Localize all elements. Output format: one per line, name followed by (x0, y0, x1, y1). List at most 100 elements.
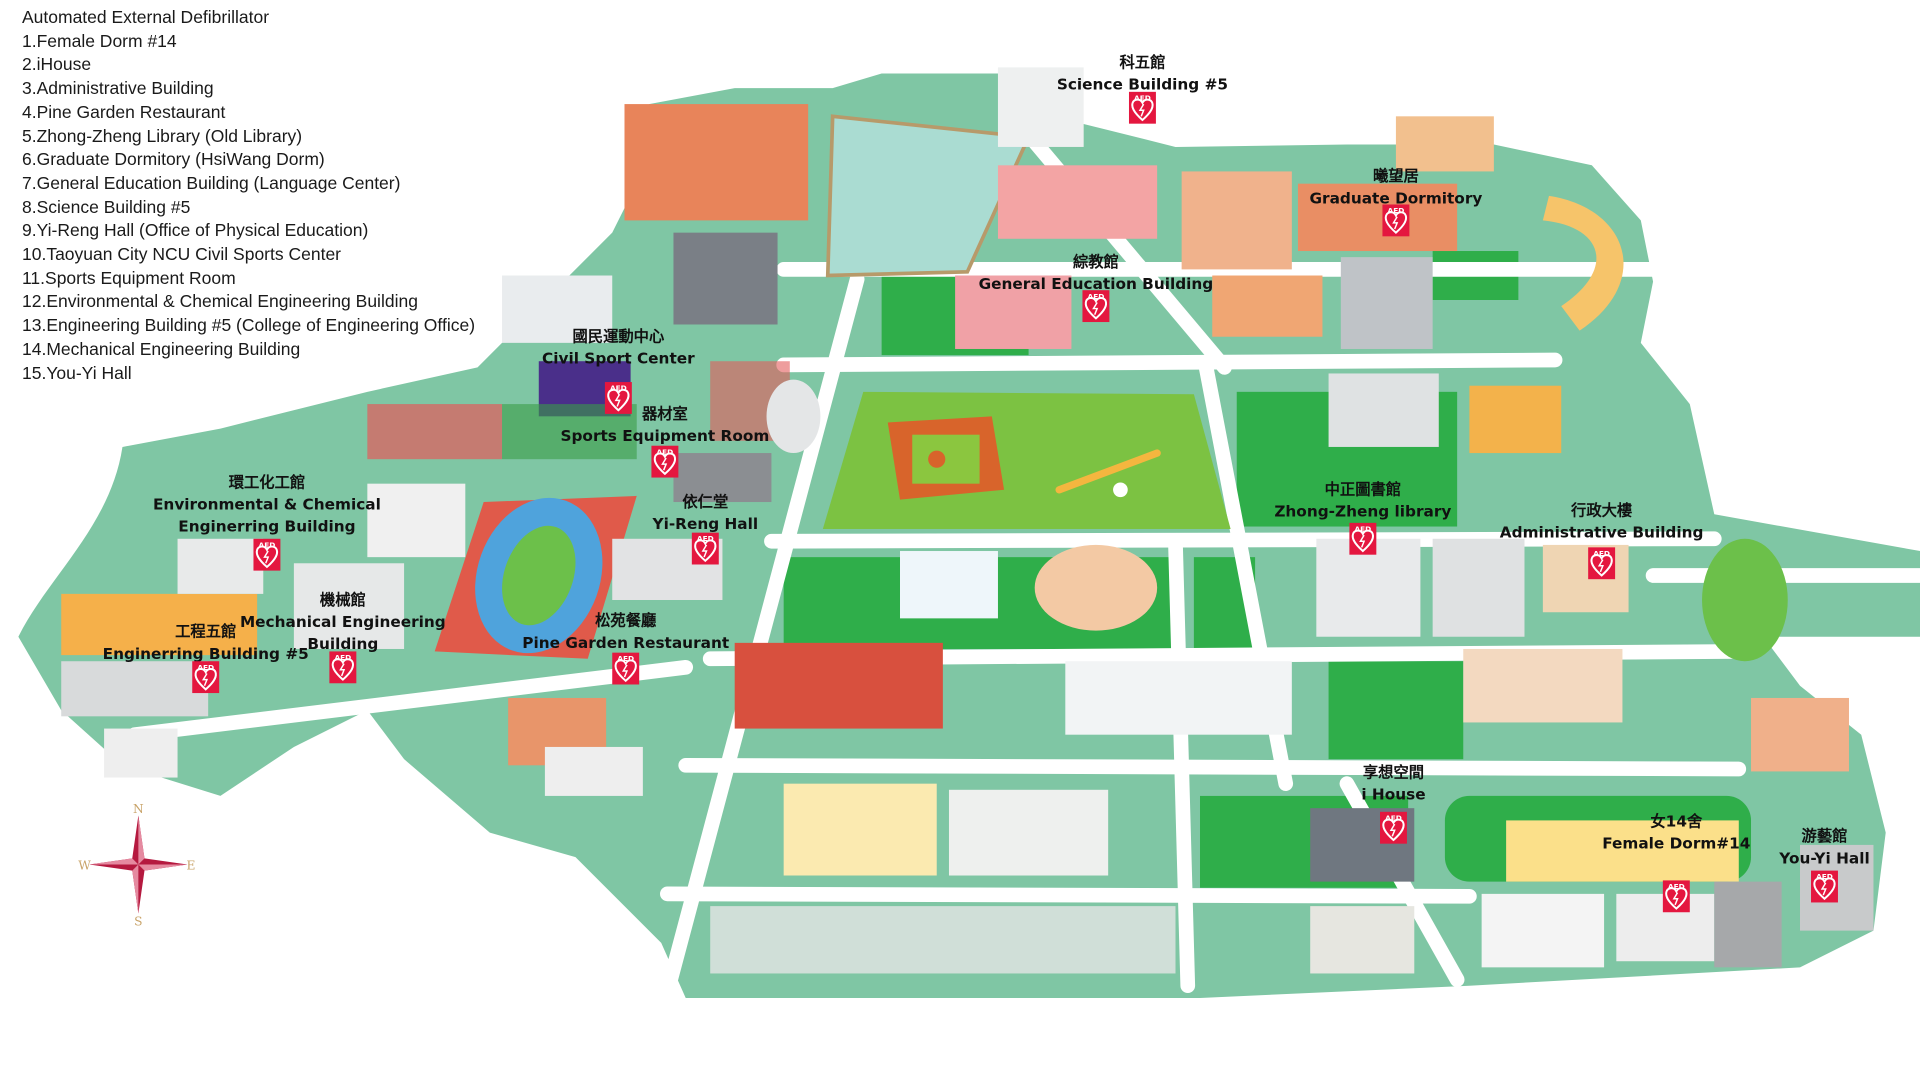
aed-icon-text: AED (1385, 813, 1402, 822)
aed-icon[interactable]: AED (1382, 204, 1410, 237)
legend-item: 4.Pine Garden Restaurant (22, 101, 226, 122)
legend-item: 13.Engineering Building #5 (College of E… (22, 315, 476, 336)
aed-icon-text: AED (1668, 882, 1685, 891)
aed-icon[interactable]: AED (253, 538, 281, 571)
aed-icon-text: AED (1088, 292, 1105, 301)
location-label-en: Environmental & Chemical (153, 495, 381, 513)
aed-icon-text: AED (697, 534, 714, 543)
location-label-en: Zhong-Zheng library (1274, 503, 1451, 521)
legend-item: 8.Science Building #5 (22, 196, 191, 217)
aed-icon[interactable]: AED (1349, 522, 1377, 555)
aed-icon[interactable]: AED (329, 651, 357, 684)
aed-icon-text: AED (1354, 524, 1371, 533)
compass-w: W (78, 858, 91, 872)
track-infield (502, 525, 576, 626)
location-label-en: Mechanical Engineering (240, 613, 446, 631)
location-label-en: Science Building #5 (1057, 75, 1228, 93)
location-label-zh: 享想空間 (1363, 764, 1424, 782)
aed-icon[interactable]: AED (651, 445, 679, 478)
legend-item: 3.Administrative Building (22, 78, 214, 99)
aed-icon[interactable]: AED (691, 532, 719, 565)
aed-icon-text: AED (617, 654, 634, 663)
location-label-zh: 環工化工館 (229, 473, 305, 491)
aed-icon-text: AED (610, 384, 627, 393)
location-label-zh: 依仁堂 (682, 493, 728, 511)
location-label-en: Sports Equipment Room (560, 427, 769, 445)
aed-icon[interactable]: AED (1588, 547, 1616, 580)
location-label-zh: 國民運動中心 (572, 328, 664, 346)
baseball-field (822, 391, 1231, 529)
aed-icon-text: AED (259, 540, 276, 549)
aed-icon[interactable]: AED (1662, 880, 1690, 913)
aed-icon[interactable]: AED (1380, 811, 1407, 844)
aed-icon-text: AED (1816, 872, 1833, 881)
legend-item: 10.Taoyuan City NCU Civil Sports Center (22, 244, 342, 265)
location-label-zh: 中正圖書館 (1325, 481, 1402, 499)
aed-icon[interactable]: AED (192, 661, 220, 694)
aed-icon-text: AED (1134, 93, 1151, 102)
legend-title: Automated External Defibrillator (22, 7, 270, 27)
location-label-en: Administrative Building (1500, 524, 1704, 542)
pond (825, 114, 1032, 278)
location-label-en: Enginerring Building #5 (103, 645, 309, 663)
aed-icon-text: AED (1388, 206, 1405, 215)
location-label-zh: 曦望居 (1373, 167, 1419, 185)
infield (912, 434, 980, 484)
compass-s: S (134, 915, 142, 929)
location-label-en: Yi-Reng Hall (652, 515, 759, 533)
legend-item: 14.Mechanical Engineering Building (22, 338, 301, 359)
legend-list: 1.Female Dorm #14 2.iHouse 3.Administrativ… (22, 30, 475, 386)
location-label-zh: 綜教館 (1073, 253, 1119, 271)
location-label-en: Civil Sport Center (542, 350, 695, 368)
location-label-en: General Education Building (979, 275, 1214, 293)
legend-item: 2.iHouse (22, 54, 92, 75)
aed-icon-text: AED (334, 653, 351, 662)
compass-e: E (187, 858, 196, 872)
location-label-en: Pine Garden Restaurant (522, 634, 729, 652)
aed-icon-text: AED (657, 447, 674, 456)
compass-star-icon (89, 815, 188, 914)
aed-icon[interactable]: AED (1082, 290, 1110, 323)
aed-icon-text: AED (1593, 549, 1610, 558)
legend-item: 5.Zhong-Zheng Library (Old Library) (22, 125, 303, 146)
legend-item: 6.Graduate Dormitory (HsiWang Dorm) (22, 149, 325, 170)
aed-icon[interactable]: AED (1811, 870, 1838, 903)
location-label-en: You-Yi Hall (1778, 849, 1869, 867)
aed-icon[interactable]: AED (1128, 91, 1156, 124)
location-label-en: i House (1361, 786, 1425, 804)
compass-rose: N E S W (78, 802, 195, 929)
location-label-zh: 工程五館 (175, 623, 236, 641)
aed-legend: Automated External Defibrillator 1.Femal… (22, 6, 475, 385)
legend-item: 9.Yi-Reng Hall (Office of Physical Educa… (22, 220, 369, 241)
aed-icon[interactable]: AED (604, 382, 632, 414)
aed-icon[interactable]: AED (612, 652, 640, 685)
location-label-zh: 松苑餐廳 (595, 612, 657, 630)
location-label-zh: 行政大樓 (1570, 502, 1632, 520)
legend-item: 7.General Education Building (Language C… (22, 172, 401, 193)
location-label-zh: 游藝館 (1802, 827, 1848, 845)
location-label-en: Building (307, 635, 378, 653)
location-label-zh: 器材室 (641, 405, 688, 423)
aed-icon-text: AED (197, 663, 214, 672)
legend-item: 11.Sports Equipment Room (22, 267, 236, 288)
compass-n: N (133, 802, 144, 816)
legend-item: 12.Environmental & Chemical Engineering … (22, 291, 418, 312)
lawn (1328, 661, 1464, 760)
legend-item: 1.Female Dorm #14 (22, 30, 177, 51)
